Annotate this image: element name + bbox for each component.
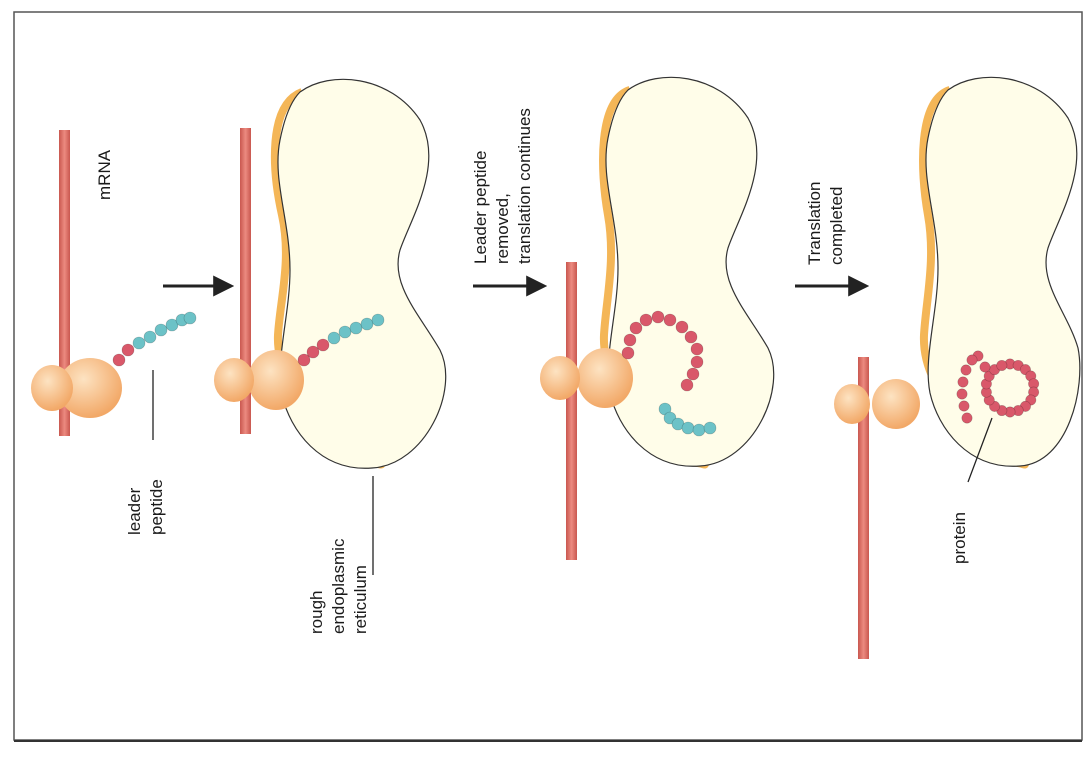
amino-acid-bead bbox=[361, 318, 373, 330]
amino-acid-bead bbox=[676, 321, 688, 333]
amino-acid-bead bbox=[155, 324, 167, 336]
amino-acid-bead bbox=[685, 331, 697, 343]
amino-acid-bead bbox=[958, 377, 968, 387]
panel-2 bbox=[214, 79, 446, 575]
step-3-label-line1: Translation bbox=[805, 182, 824, 265]
step-3-label-line2: completed bbox=[827, 187, 846, 265]
amino-acid-bead bbox=[307, 346, 319, 358]
panel-3 bbox=[540, 77, 774, 560]
amino-acid-bead bbox=[640, 314, 652, 326]
ribosome-large-subunit bbox=[248, 350, 304, 410]
amino-acid-bead bbox=[682, 422, 694, 434]
step-3-label: Translation completed bbox=[805, 182, 846, 265]
amino-acid-bead bbox=[122, 344, 134, 356]
step-2-label-line3: translation continues bbox=[515, 108, 534, 264]
amino-acid-bead bbox=[959, 401, 969, 411]
amino-acid-bead bbox=[687, 368, 699, 380]
amino-acid-bead bbox=[317, 339, 329, 351]
rough-er-label-line1: rough bbox=[307, 591, 326, 634]
rough-er-label: rough endoplasmic reticulum bbox=[307, 538, 370, 634]
ribosome-small-subunit bbox=[214, 358, 254, 402]
amino-acid-bead bbox=[980, 362, 990, 372]
amino-acid-bead bbox=[630, 322, 642, 334]
rough-er-label-line3: reticulum bbox=[351, 565, 370, 634]
amino-acid-bead bbox=[113, 354, 125, 366]
amino-acid-bead bbox=[704, 422, 716, 434]
rough-er-membrane bbox=[606, 77, 774, 466]
rough-er-membrane bbox=[278, 79, 446, 468]
mrna-strand bbox=[566, 262, 577, 560]
amino-acid-bead bbox=[652, 311, 664, 323]
ribosome-large-subunit bbox=[872, 379, 920, 429]
step-2-label-line2: removed, bbox=[493, 193, 512, 264]
ribosome-small-subunit bbox=[31, 365, 73, 411]
amino-acid-bead bbox=[691, 343, 703, 355]
ribosome-small-subunit bbox=[834, 384, 870, 424]
leader-peptide-label-line1: leader bbox=[125, 487, 144, 535]
amino-acid-bead bbox=[962, 413, 972, 423]
amino-acid-bead bbox=[133, 337, 145, 349]
leader-peptide-chain bbox=[113, 312, 196, 366]
protein-label: protein bbox=[950, 512, 969, 564]
rough-er-label-line2: endoplasmic bbox=[329, 538, 348, 634]
amino-acid-bead bbox=[664, 314, 676, 326]
leader-peptide-label: leader peptide bbox=[125, 479, 166, 535]
amino-acid-bead bbox=[622, 347, 634, 359]
ribosome-small-subunit bbox=[540, 356, 580, 400]
amino-acid-bead bbox=[328, 332, 340, 344]
amino-acid-bead bbox=[967, 355, 977, 365]
amino-acid-bead bbox=[339, 326, 351, 338]
amino-acid-bead bbox=[144, 331, 156, 343]
amino-acid-bead bbox=[372, 314, 384, 326]
step-2-label: Leader peptide removed, translation cont… bbox=[471, 108, 534, 264]
step-2-label-line1: Leader peptide bbox=[471, 151, 490, 264]
amino-acid-bead bbox=[957, 389, 967, 399]
amino-acid-bead bbox=[693, 424, 705, 436]
panel-4 bbox=[834, 77, 1080, 659]
amino-acid-bead bbox=[184, 312, 196, 324]
mrna-label: mRNA bbox=[95, 149, 114, 200]
leader-peptide-label-line2: peptide bbox=[147, 479, 166, 535]
amino-acid-bead bbox=[350, 322, 362, 334]
amino-acid-bead bbox=[681, 379, 693, 391]
amino-acid-bead bbox=[691, 356, 703, 368]
amino-acid-bead bbox=[624, 334, 636, 346]
amino-acid-bead bbox=[997, 360, 1007, 370]
amino-acid-bead bbox=[961, 365, 971, 375]
